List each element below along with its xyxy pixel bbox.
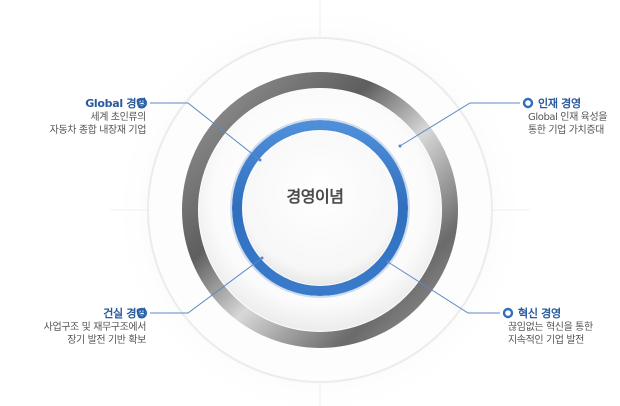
label-title: 건실 경영: [103, 307, 146, 320]
label-title: 인재 경영: [538, 97, 581, 110]
connector-sound: [150, 257, 263, 314]
bullet-markers: [136, 97, 534, 319]
label-talent-management: 인재 경영 Global 인재 육성을 통한 기업 가치증대: [528, 96, 607, 137]
label-desc-line: 장기 발전 기반 확보: [67, 335, 146, 346]
connector-lines: [150, 102, 520, 314]
label-desc-line: Global 인재 육성을: [528, 112, 608, 123]
bullet-innovation-icon: [502, 307, 514, 319]
label-desc-line: 통한 기업 가치증대: [528, 125, 604, 136]
connector-dots: [258, 144, 402, 264]
label-desc-line: 세계 초인류의: [90, 112, 146, 123]
center-title: 경영이념: [286, 187, 344, 206]
label-global-management: Global 경영 세계 초인류의 자동차 종합 내장재 기업: [49, 96, 147, 137]
label-title: 혁신 경영: [518, 307, 561, 320]
label-sound-management: 건실 경영 사업구조 및 재무구조에서 장기 발전 기반 확보: [43, 306, 147, 347]
bullet-talent-icon: [522, 97, 534, 109]
gray-ring: [182, 72, 458, 348]
blue-ring: [232, 120, 408, 296]
connector-innovation: [387, 261, 500, 314]
label-desc-line: 지속적인 기업 발전: [508, 335, 584, 346]
label-desc-line: 사업구조 및 재무구조에서: [43, 322, 147, 333]
bullet-global-icon: [136, 97, 148, 109]
label-innovation-management: 혁신 경영 끊임없는 혁신을 통한 지속적인 기업 발전: [508, 306, 593, 347]
label-desc-line: 끊임없는 혁신을 통한: [508, 322, 593, 333]
connector-talent: [399, 102, 520, 147]
label-desc-line: 자동차 종합 내장재 기업: [49, 125, 147, 136]
connector-global: [150, 102, 261, 161]
label-title: Global 경영: [85, 97, 146, 110]
bullet-sound-icon: [136, 307, 148, 319]
inner-disc: [243, 131, 397, 285]
